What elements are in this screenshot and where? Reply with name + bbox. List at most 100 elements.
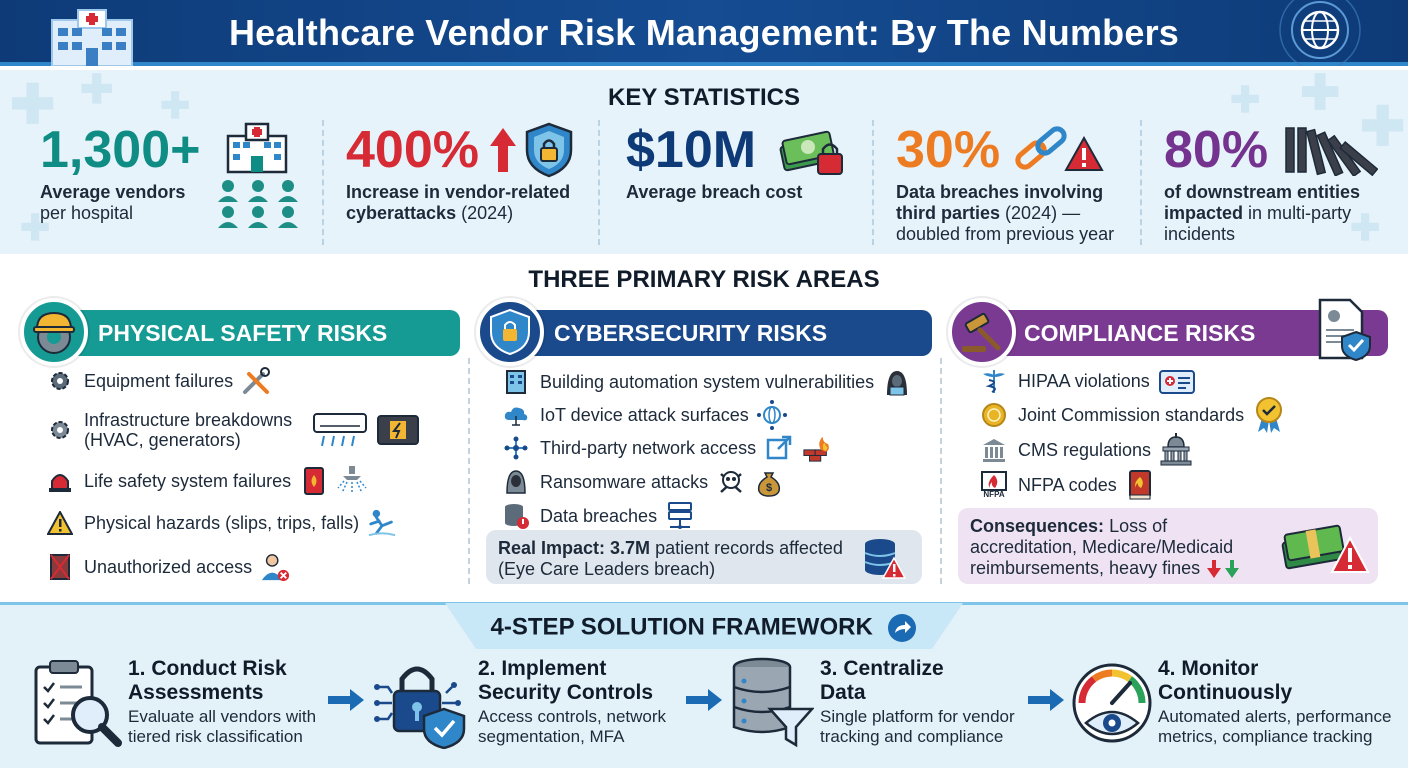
gear-icon xyxy=(46,416,74,444)
shield-circuit-icon xyxy=(476,298,544,366)
step-title: 4. Monitor Continuously xyxy=(1158,657,1293,704)
stat-value: $10M xyxy=(626,121,757,179)
header-bar: Healthcare Vendor Risk Management: By Th… xyxy=(0,0,1408,66)
risk-item-ransomware: Ransomware attacks $ xyxy=(502,466,912,498)
step-1: 1. Conduct Risk Assessments Evaluate all… xyxy=(128,657,328,747)
risk-item-building-automation: Building automation system vulnerabiliti… xyxy=(502,366,912,398)
svg-text:$: $ xyxy=(766,482,772,494)
people-icon xyxy=(216,178,300,230)
gauge-eye-icon xyxy=(1072,657,1152,749)
risk-item-physical-hazards: Physical hazards (slips, trips, falls) xyxy=(46,508,420,538)
stat-third-party: 30% Data breaches involving third partie… xyxy=(896,122,1136,252)
award-ribbon-icon xyxy=(1252,396,1286,434)
risk-item-unauthorized-access: Unauthorized access xyxy=(46,550,420,584)
stat-value: 1,300+ xyxy=(40,121,201,179)
id-card-icon xyxy=(1158,366,1196,396)
arrows-up-down-icon xyxy=(1205,558,1241,580)
risk-item-nfpa: NFPA NFPA codes xyxy=(980,468,1286,502)
hacker-icon xyxy=(882,367,912,397)
page-title: Healthcare Vendor Risk Management: By Th… xyxy=(228,12,1180,53)
risk-item-infrastructure: Infrastructure breakdowns (HVAC, generat… xyxy=(46,402,420,458)
key-statistics-title: KEY STATISTICS xyxy=(607,84,801,111)
compliance-panel: COMPLIANCE RISKS HIPAA violations Joint … xyxy=(948,298,1388,586)
divider xyxy=(1140,120,1142,245)
hospital-icon xyxy=(44,6,140,66)
step-3: 3. Centralize Data Single platform for v… xyxy=(820,657,1030,747)
risk-item-data-breaches: Data breaches xyxy=(502,500,912,532)
caduceus-icon xyxy=(980,367,1008,395)
firewall-icon xyxy=(802,433,832,463)
key-statistics-section: ✚ ✚ ✚ ✚ ✚ ✚ ✚ ✚ KEY STATISTICS 1,300+ Av… xyxy=(0,70,1408,254)
arrow-right-icon xyxy=(328,689,364,711)
cybersecurity-panel: CYBERSECURITY RISKS Building automation … xyxy=(476,298,932,586)
framework-title-tab xyxy=(445,603,963,649)
hooded-figure-icon xyxy=(502,468,530,496)
slip-fall-icon xyxy=(367,508,397,538)
risk-item-equipment: Equipment failures xyxy=(46,366,420,396)
stat-value: 400% xyxy=(346,121,479,179)
globe-icon xyxy=(1270,0,1370,66)
risk-item-life-safety: Life safety system failures xyxy=(46,466,420,496)
divider xyxy=(940,358,942,584)
server-icon xyxy=(665,501,695,531)
stat-cyberattacks: 400% Increase in vendor-related cyberatt… xyxy=(346,122,586,252)
database-funnel-icon xyxy=(730,657,814,749)
capitol-building-icon xyxy=(1159,433,1193,467)
step-title: 1. Conduct Risk Assessments xyxy=(128,657,287,704)
broken-chain-icon xyxy=(1014,124,1070,178)
stat-value: 30% xyxy=(896,121,1001,179)
network-globe-icon xyxy=(756,400,787,430)
step-2: 2. Implement Security Controls Access co… xyxy=(478,657,678,747)
cybersecurity-heading: CYBERSECURITY RISKS xyxy=(506,310,932,356)
risk-item-cms: CMS regulations xyxy=(980,433,1286,467)
alarm-light-icon xyxy=(46,467,74,495)
step-4: 4. Monitor Continuously Automated alerts… xyxy=(1158,657,1398,747)
step-desc: Access controls, network segmentation, M… xyxy=(478,707,667,746)
dominoes-icon xyxy=(1282,126,1378,176)
padlock-circuit-icon xyxy=(372,657,468,749)
money-warning-icon xyxy=(1280,518,1370,576)
stat-breach-cost: $10M Average breach cost xyxy=(626,122,866,252)
warning-icon xyxy=(1064,136,1104,172)
shield-lock-icon xyxy=(524,122,574,178)
hard-hat-gear-icon xyxy=(20,298,88,366)
clipboard-magnifier-icon xyxy=(30,659,122,749)
money-bag-icon: $ xyxy=(754,467,784,497)
risk-item-hipaa: HIPAA violations xyxy=(980,366,1286,396)
gear-icon xyxy=(46,367,74,395)
arrow-up-icon xyxy=(488,126,518,174)
wrench-icon xyxy=(241,366,271,396)
gold-seal-icon xyxy=(980,401,1008,429)
air-conditioner-icon xyxy=(312,413,368,447)
fire-extinguisher-icon xyxy=(299,466,329,496)
risk-areas-title: THREE PRIMARY RISK AREAS xyxy=(528,266,880,293)
money-lock-icon xyxy=(778,122,848,178)
cloud-icon xyxy=(502,401,530,429)
stat-downstream: 80% of downstream entities impacted in m… xyxy=(1164,122,1394,252)
risk-item-iot: IoT device attack surfaces xyxy=(502,400,912,430)
gavel-icon xyxy=(948,298,1016,366)
risk-item-joint-commission: Joint Commission standards xyxy=(980,396,1286,434)
database-warning-icon xyxy=(862,536,906,580)
physical-safety-heading: PHYSICAL SAFETY RISKS xyxy=(50,310,460,356)
arrow-right-icon xyxy=(686,689,722,711)
warning-icon xyxy=(46,509,74,537)
stat-value: 80% xyxy=(1164,121,1269,179)
divider xyxy=(322,120,324,245)
divider xyxy=(872,120,874,245)
framework-title: 4-STEP SOLUTION FRAMEWORK xyxy=(445,613,963,643)
database-warning-icon xyxy=(502,502,530,530)
generator-icon xyxy=(376,415,420,445)
step-desc: Single platform for vendor tracking and … xyxy=(820,707,1015,746)
step-desc: Evaluate all vendors with tiered risk cl… xyxy=(128,707,317,746)
government-building-icon xyxy=(980,436,1008,464)
physical-safety-panel: PHYSICAL SAFETY RISKS Equipment failures… xyxy=(20,298,460,586)
step-title: 3. Centralize Data xyxy=(820,657,944,704)
skull-icon xyxy=(716,467,746,497)
hospital-icon xyxy=(224,122,290,174)
user-denied-icon xyxy=(260,552,290,582)
door-icon xyxy=(46,553,74,581)
solution-framework-section: 4-STEP SOLUTION FRAMEWORK 1. Conduct Ris… xyxy=(0,602,1408,768)
step-title: 2. Implement Security Controls xyxy=(478,657,654,704)
